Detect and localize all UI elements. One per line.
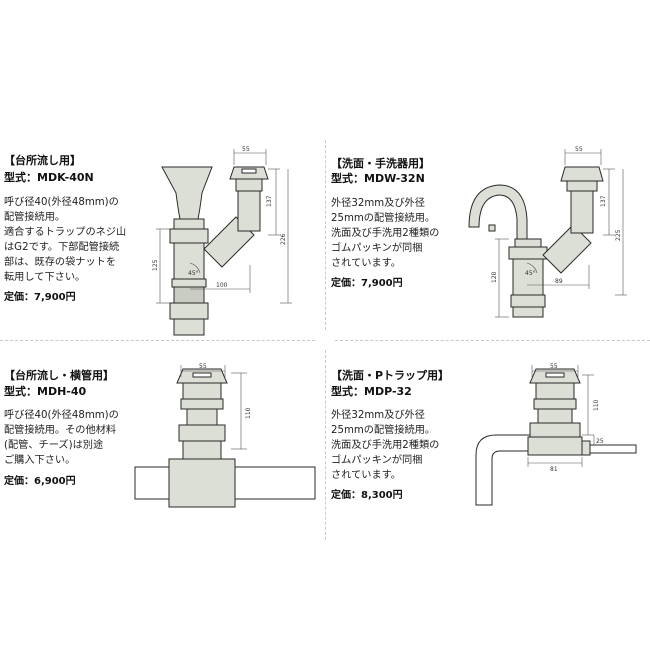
- dim-top: 55: [199, 363, 207, 370]
- product-model: 型式：MDW-32N: [331, 172, 425, 185]
- vertical-divider-top: [325, 140, 326, 330]
- dim-right: 110: [245, 407, 252, 419]
- mdk-40n-diagram: 55 137 226 125 45° 100: [152, 146, 292, 336]
- mdp-32-diagram: 55 110 25 81: [475, 363, 637, 506]
- dim-angle: 45°: [525, 270, 536, 277]
- dim-right-upper: 137: [266, 195, 273, 207]
- product-title: 【台所流し・横管用】: [4, 369, 114, 382]
- product-description: 外径32mm及び外径 25mmの配管接続用。 洗面及び手洗用2種類の ゴムパッキ…: [331, 198, 440, 269]
- product-price: 定価：6,900円: [4, 476, 76, 487]
- dim-right-total: 225: [615, 229, 622, 241]
- dim-side: 25: [596, 438, 604, 445]
- dim-bottom: 89: [555, 278, 563, 285]
- dim-top: 55: [242, 146, 250, 153]
- product-model: 型式：MDP-32: [331, 385, 412, 398]
- product-title: 【洗面・手洗器用】: [331, 157, 430, 170]
- product-price: 定価：7,900円: [331, 278, 403, 289]
- dim-left: 120: [491, 271, 498, 283]
- product-title: 【台所流し用】: [4, 154, 81, 167]
- mdh-40-diagram: 55 110: [134, 363, 316, 508]
- product-price: 定価：7,900円: [4, 292, 76, 303]
- product-description: 呼び径40(外径48mm)の 配管接続用。その他材料 (配管、チーズ)は別途 ご…: [4, 410, 119, 466]
- dim-bottom: 81: [550, 466, 558, 473]
- dim-top: 55: [575, 146, 583, 153]
- dim-bottom: 100: [216, 282, 228, 289]
- dim-angle: 45°: [188, 270, 199, 277]
- product-model: 型式：MDK-40N: [4, 171, 94, 184]
- product-price: 定価：8,300円: [331, 490, 403, 501]
- dim-left: 125: [152, 259, 159, 271]
- product-model: 型式：MDH-40: [4, 385, 87, 398]
- product-title: 【洗面・Pトラップ用】: [331, 369, 450, 382]
- horizontal-divider-left: [0, 340, 315, 341]
- dim-right-upper: 137: [600, 195, 607, 207]
- mdw-32n-diagram: 55 137 225 120 45° 89: [468, 146, 627, 318]
- product-description: 呼び径40(外径48mm)の 配管接続用。 適合するトラップのネジ山 はG2です…: [4, 197, 127, 283]
- product-description: 外径32mm及び外径 25mmの配管接続用。 洗面及び手洗用2種類の ゴムパッキ…: [331, 410, 440, 481]
- dim-top: 55: [550, 363, 558, 370]
- dim-right: 110: [593, 399, 600, 411]
- horizontal-divider-right: [335, 340, 650, 341]
- dim-right-total: 226: [280, 233, 287, 245]
- vertical-divider-bottom: [325, 350, 326, 540]
